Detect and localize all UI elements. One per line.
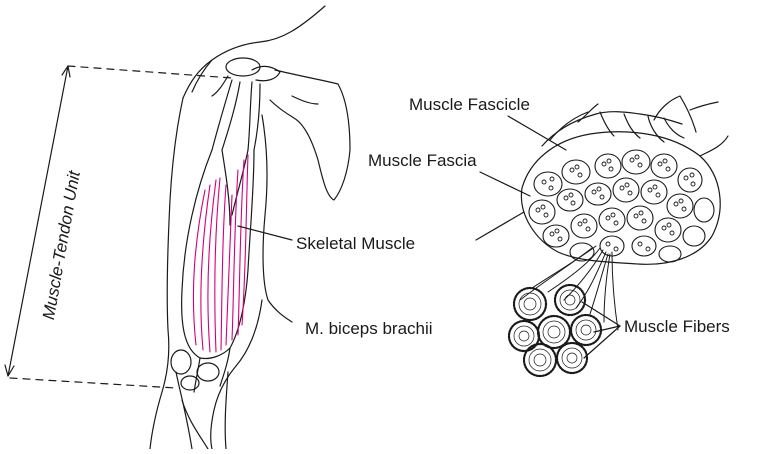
- muscle-fascia-label: Muscle Fascia: [368, 152, 477, 169]
- muscle-tendon-unit-marker: [5, 66, 232, 388]
- muscle-cross-section: [521, 96, 728, 264]
- muscle-fascicle-label: Muscle Fascicle: [409, 96, 530, 113]
- arm-outline: [150, 6, 325, 449]
- muscle-fibers-label: Muscle Fibers: [624, 318, 730, 335]
- biceps-brachii-label: M. biceps brachii: [305, 320, 433, 337]
- skeletal-muscle-label: Skeletal Muscle: [296, 235, 415, 252]
- shoulder-joint: [212, 58, 280, 96]
- muscle-fiber-bundles: [509, 285, 601, 376]
- fascicle-cells: [529, 150, 714, 262]
- scapula: [270, 70, 350, 200]
